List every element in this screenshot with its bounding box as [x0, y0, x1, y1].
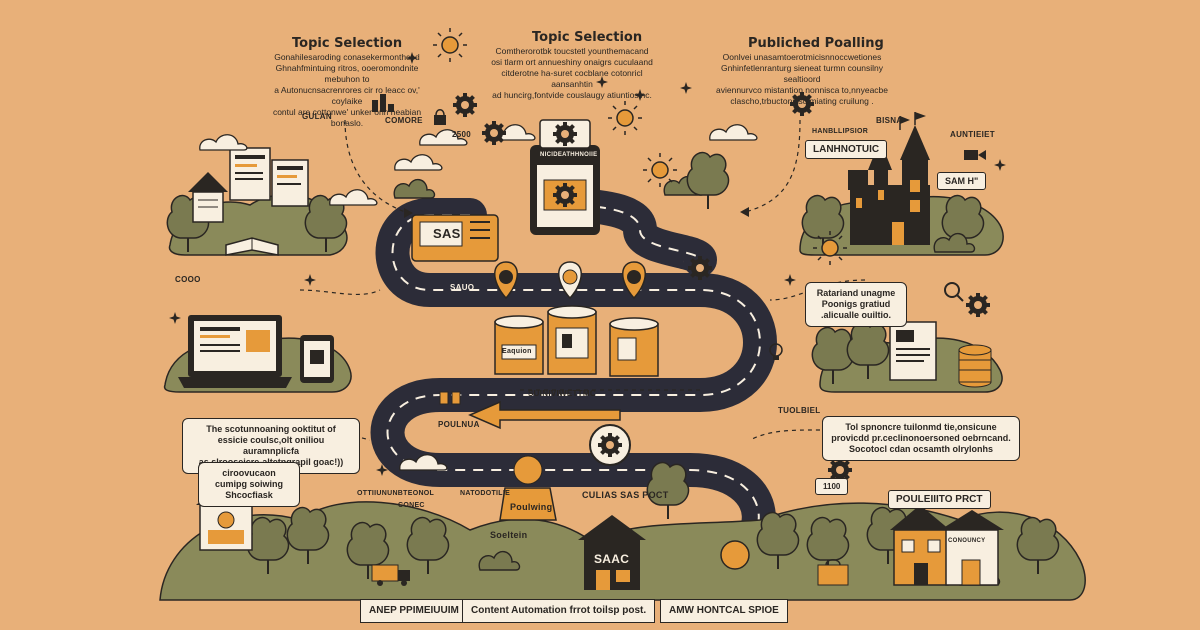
jar-icons — [494, 305, 659, 377]
bulb-icon — [769, 343, 783, 360]
footer-left-label: ANEP PPIMEIUUIM — [360, 599, 468, 623]
document-stack-icon — [889, 321, 937, 381]
right-mid-callout: Ratariand unagme Poonigs gratiud .alicua… — [805, 282, 907, 327]
building-icon — [578, 515, 646, 590]
poulwing-label: Poulwing — [510, 502, 553, 512]
gulan-label: GULAN — [302, 112, 332, 121]
ottiuni-label: OTTIIUNUNBTEONOL — [357, 490, 435, 497]
box-icon — [499, 455, 557, 521]
right-mid-scene — [811, 321, 1003, 393]
pin-icon — [558, 261, 582, 300]
left-heading: Topic Selection — [292, 36, 403, 51]
summeting-label: SUINIVIWETTMC — [528, 389, 596, 398]
cultosa-label: CULIAS SAS POCT — [582, 490, 669, 500]
footer-center-label: Content Automation frrot toilsp post. — [462, 599, 656, 623]
jar-icon — [494, 315, 544, 375]
bisna-label: BISNA — [876, 116, 903, 125]
tuolbiel-label: TUOLBIEL — [778, 406, 821, 415]
right-paragraph: Oonlvei unasamtoerotmicisnnoccwetiones G… — [716, 52, 888, 106]
coin-stack-icon — [958, 344, 992, 388]
bag-icon — [817, 559, 849, 586]
num-2500-label: 2500 — [452, 130, 471, 139]
poulnua-label: POULNUA — [438, 420, 480, 429]
right-info-callout: Tol spnoncre tuilonmd tie,onsicune provi… — [822, 416, 1020, 461]
chart-icon — [372, 94, 394, 112]
left-step-callout: ciroovucaon cumipg soiwing Shcocfiask — [198, 462, 300, 507]
ticket-icon — [411, 214, 499, 262]
lanhnotuic-label: LANHNOTUIC — [805, 140, 888, 159]
truck-icon — [371, 564, 410, 586]
center-heading: Topic Selection — [532, 30, 643, 45]
comore-label: COMORE — [385, 116, 423, 125]
bottom-scene — [159, 455, 1086, 601]
saac-label: SAAC — [594, 552, 630, 566]
sas-label: SAS — [433, 226, 461, 241]
house-icon — [940, 510, 1004, 586]
jar-icon — [609, 317, 659, 377]
house-icon — [188, 172, 228, 223]
documents-icon — [229, 147, 309, 207]
natodotili-label: NATODOTILIE — [460, 490, 511, 497]
video-icon — [964, 150, 986, 160]
conec-label: CONEC — [398, 502, 425, 509]
footer-right-label: AMW HONTCAL SPIOE — [660, 599, 788, 623]
right-heading: Publiched Poalling — [748, 36, 884, 51]
pouletto-label: POULEIIITO PRCT — [888, 490, 991, 509]
sauo-label: SAUO — [450, 283, 475, 292]
phone-screen-label: NICIDEATHHNOIIE — [540, 152, 598, 158]
num-1100-label: 1100 — [815, 478, 849, 495]
pin-icon — [622, 261, 646, 300]
left-mid-scene — [163, 315, 352, 393]
gear-badge-icon — [589, 424, 631, 466]
left-top-scene — [166, 147, 378, 256]
samh-label: SAM H" — [937, 172, 987, 190]
conouncy-label: CONOUNCY — [948, 538, 986, 544]
search-icon — [944, 282, 964, 302]
cooo-label: COOO — [175, 275, 201, 284]
phone-device-icon — [530, 119, 600, 235]
laptop-icon — [178, 315, 292, 388]
left-paragraph: Gonahilesaroding conasekermonthcod Ghnah… — [272, 52, 422, 128]
aunteiet-label: AUNTIEIET — [950, 130, 995, 139]
evaluon-label: Eaquion — [502, 348, 532, 355]
jar-icon — [547, 305, 597, 375]
road-arrow-icon — [468, 400, 621, 430]
badge-circle-icon — [720, 540, 750, 570]
center-paragraph: Comtherorotbk toucstetl younthemacand os… — [491, 46, 653, 100]
soelten-label: Soeltein — [490, 530, 528, 540]
flag-icon — [899, 116, 910, 130]
house-icon — [890, 505, 950, 586]
open-book-icon — [225, 237, 279, 256]
pin-icon — [494, 261, 518, 300]
cup-icon — [439, 391, 461, 405]
location-pins — [494, 261, 646, 300]
lock-icon — [434, 109, 446, 125]
hanblens-label: HANBLLIPSIOR — [812, 128, 869, 135]
tablet-icon — [300, 335, 334, 383]
